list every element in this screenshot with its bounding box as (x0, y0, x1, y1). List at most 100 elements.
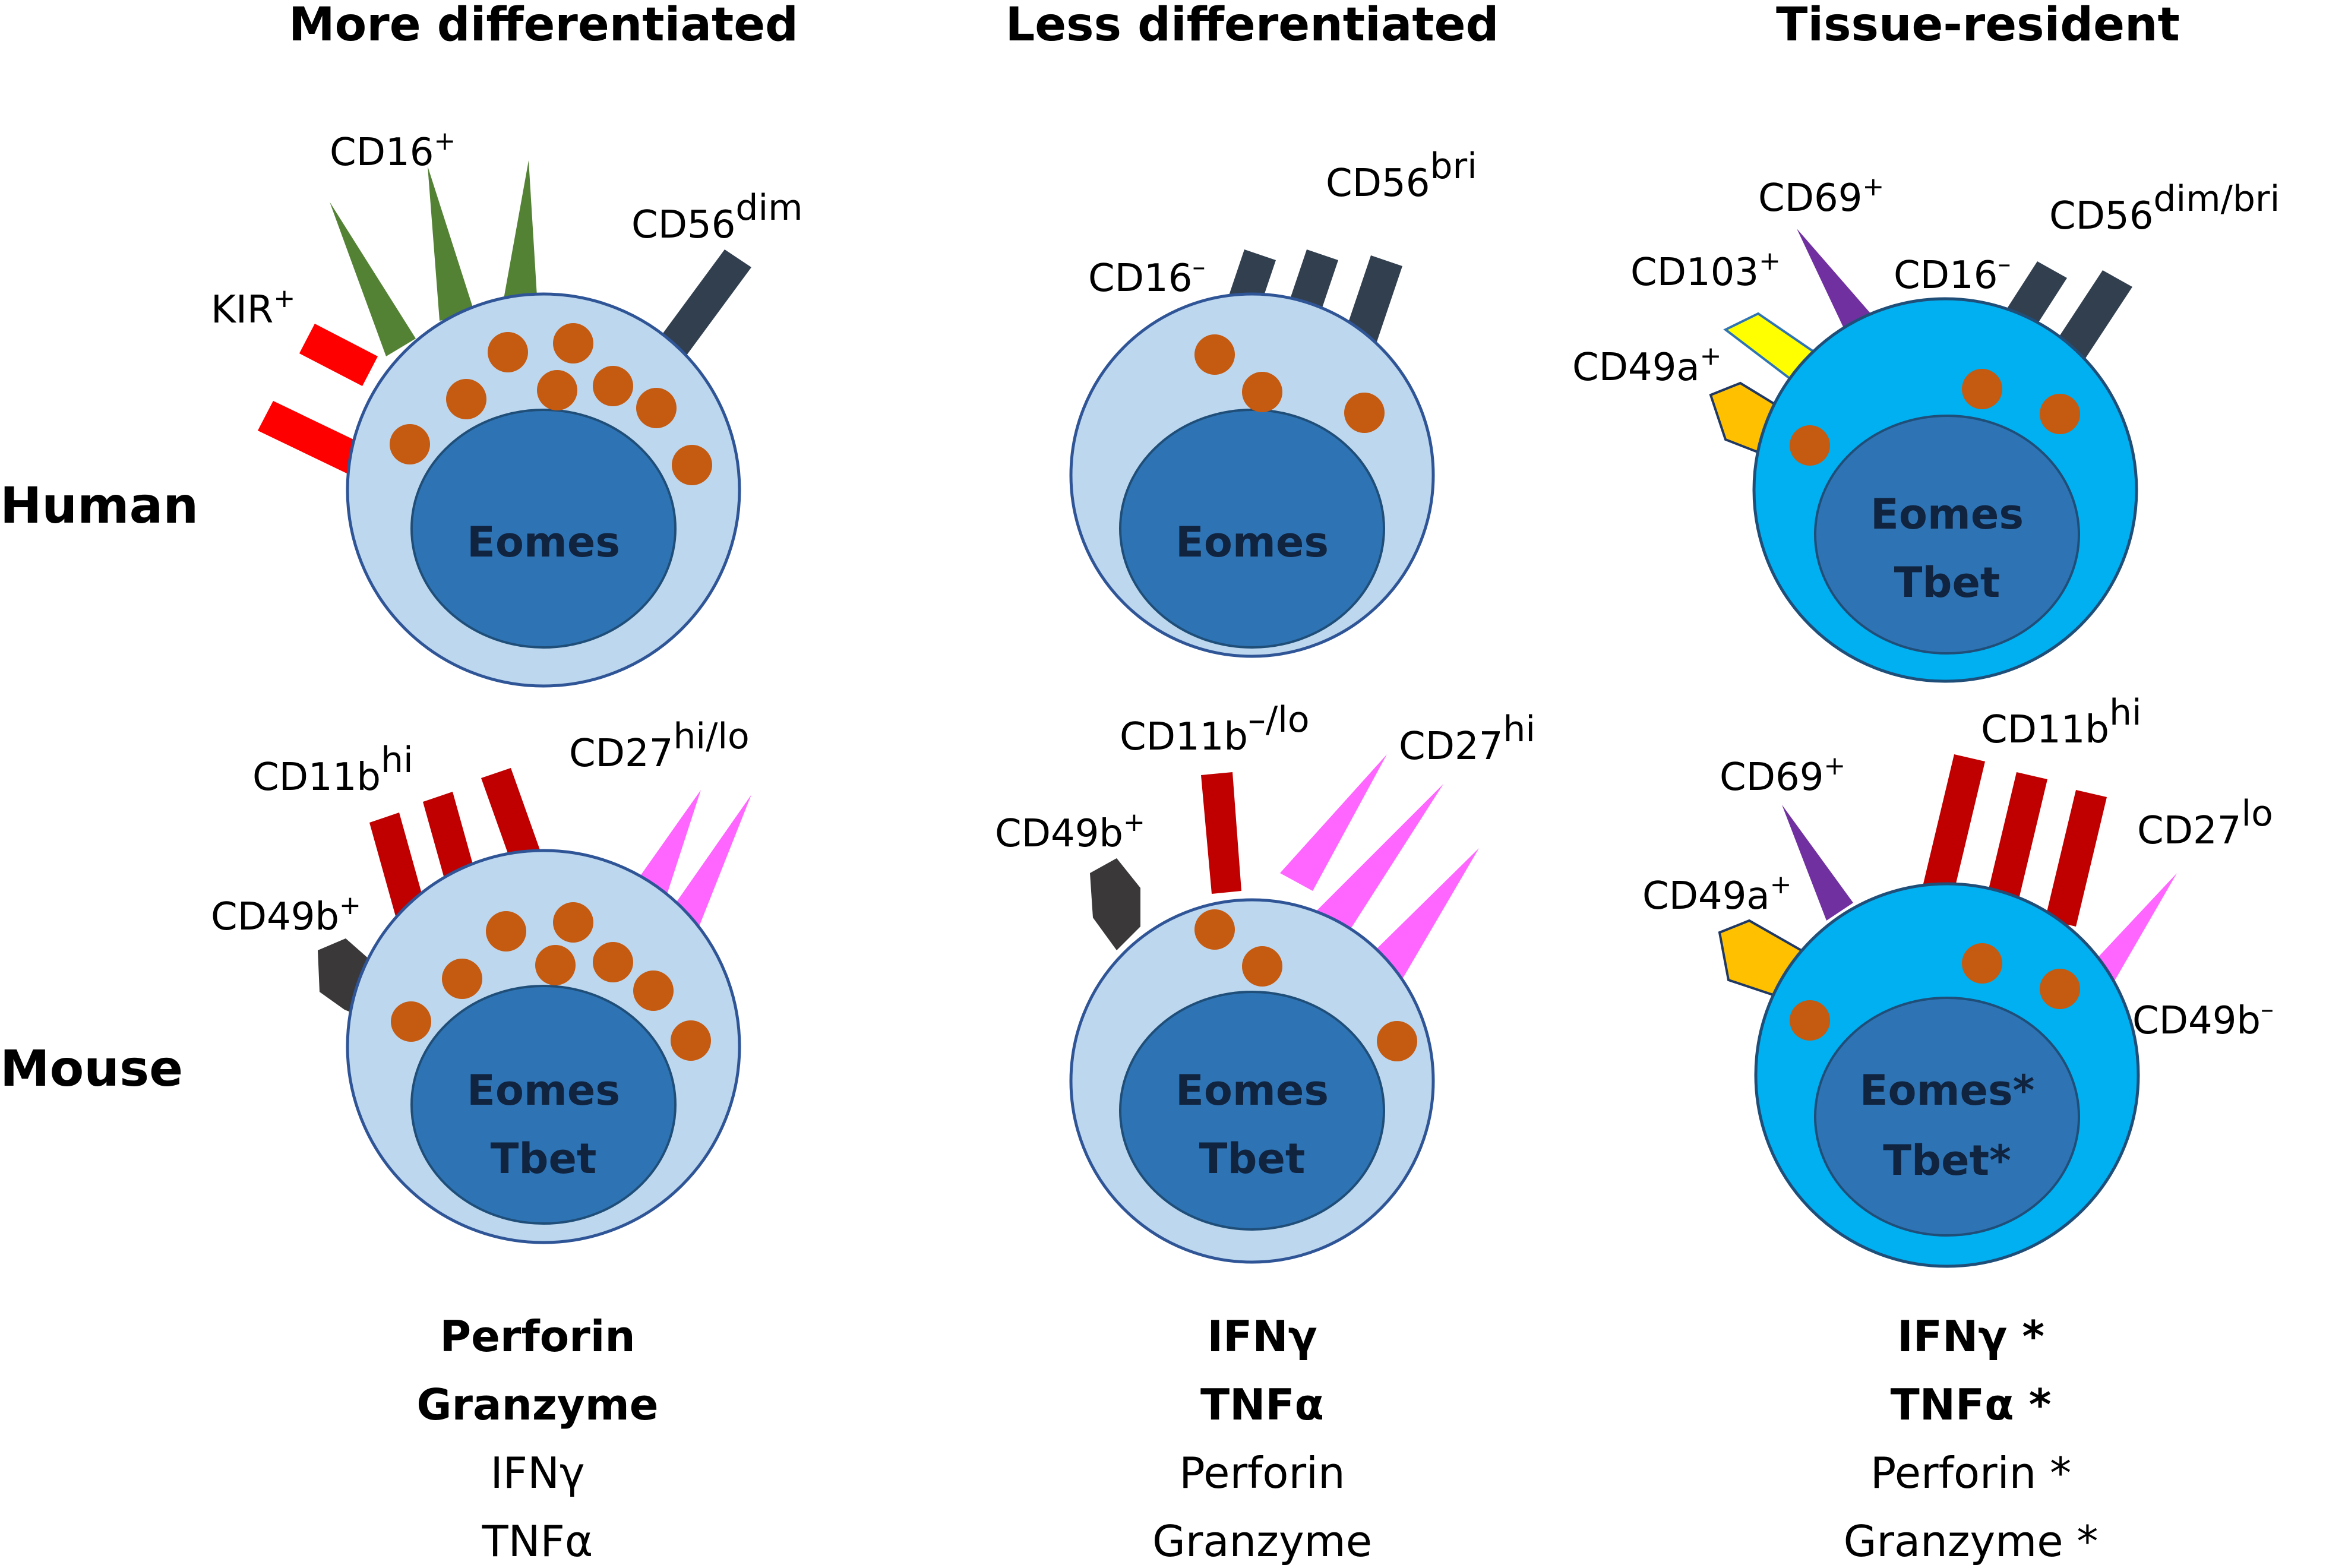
cell-mouse-less-differentiated: Eomes Tbet CD11b–/lo CD27hi CD49b+ (995, 699, 1535, 1264)
header-less-differentiated: Less differentiated (1006, 0, 1499, 52)
nucleus (1814, 997, 2080, 1237)
cd11b-bar-2 (1986, 772, 2047, 909)
nucleus-label: Eomes (467, 518, 620, 567)
granule (1962, 369, 2002, 409)
granule (636, 388, 677, 428)
granule (1194, 334, 1235, 375)
cd69-receptor (1782, 805, 1853, 921)
effector-item: IFNγ (1207, 1311, 1317, 1361)
marker-label-cd49b: CD49b+ (211, 890, 361, 939)
marker-label-cd11b: CD11bhi (1981, 692, 2142, 752)
granule (1194, 909, 1235, 950)
granule (1790, 1000, 1830, 1041)
nucleus (410, 409, 677, 649)
cell-human-more-differentiated: Eomes KIR+ CD16+ CD56dim (211, 126, 803, 688)
effectors-more-differentiated: Perforin Granzyme IFNγ TNFα (416, 1311, 658, 1566)
marker-label-cd69: CD69+ (1758, 172, 1884, 220)
kir-receptor-1-notch (299, 324, 324, 353)
cd16-spike-2 (428, 166, 475, 321)
effector-item: Perforin (440, 1311, 635, 1361)
nucleus (1814, 415, 2080, 655)
marker-label-cd11b: CD11bhi (252, 739, 413, 799)
granule (446, 379, 486, 419)
granule (593, 942, 633, 982)
cd27-spike (2088, 873, 2177, 986)
granule (391, 1001, 431, 1042)
nucleus-label-line2: Tbet (491, 1134, 597, 1183)
cd27-spike-2 (1316, 784, 1443, 932)
cd49b-receptor (1090, 858, 1140, 950)
effector-item: Perforin * (1870, 1448, 2071, 1498)
marker-label-cd27: CD27lo (2137, 793, 2273, 853)
kir-receptor-2-notch (258, 401, 282, 431)
effector-item: IFNγ * (1897, 1311, 2044, 1361)
granules (391, 902, 711, 1061)
cd27-spike-3 (1369, 848, 1479, 980)
marker-label-cd49b: CD49b– (2132, 994, 2274, 1043)
effector-item: Granzyme (1152, 1516, 1372, 1566)
granules (1194, 334, 1385, 433)
granule (633, 970, 674, 1011)
granule (1377, 1021, 1417, 1061)
granule (1242, 946, 1282, 987)
cell-human-less-differentiated: Eomes CD16– CD56bri (1069, 146, 1477, 658)
marker-label-cd49a: CD49a+ (1642, 870, 1792, 918)
effectors-less-differentiated: IFNγ TNFα Perforin Granzyme (1152, 1311, 1372, 1566)
granule (390, 424, 430, 464)
marker-label-cd27: CD27hi/lo (569, 716, 750, 776)
granules (390, 323, 712, 485)
granule (535, 945, 576, 985)
cell-mouse-tissue-resident: Eomes* Tbet* CD69+ CD11bhi CD27lo CD49a+… (1642, 692, 2274, 1268)
granule (1242, 372, 1282, 412)
row-label-mouse: Mouse (0, 1039, 183, 1098)
effector-item: TNFα * (1891, 1380, 2052, 1430)
nucleus-label-line1: Eomes (1175, 1066, 1329, 1115)
effector-item: Granzyme * (1844, 1516, 2099, 1566)
granule (1344, 393, 1385, 433)
granules (1790, 943, 2080, 1041)
effector-item: IFNγ (490, 1448, 584, 1498)
granule (2040, 969, 2080, 1009)
header-more-differentiated: More differentiated (289, 0, 798, 52)
nucleus-label-line1: Eomes* (1860, 1066, 2035, 1115)
cd16-spike-3 (502, 160, 538, 309)
marker-label-cd56: CD56dim (631, 187, 803, 247)
header-tissue-resident: Tissue-resident (1776, 0, 2180, 52)
nucleus (1119, 991, 1385, 1231)
marker-label-cd27: CD27hi (1399, 709, 1535, 769)
cd69-receptor (1797, 229, 1877, 336)
nucleus-label-line2: Tbet* (1883, 1136, 2011, 1185)
marker-label-kir: KIR+ (211, 283, 295, 332)
granule (537, 370, 577, 410)
granule (553, 323, 593, 363)
marker-label-cd16: CD16+ (330, 126, 456, 175)
nucleus-label-line2: Tbet (1199, 1134, 1306, 1183)
cd27-spike-1 (1280, 754, 1387, 891)
kir-receptor-2 (258, 401, 366, 475)
granule (486, 911, 526, 951)
granules (1790, 369, 2080, 466)
granule (672, 445, 712, 485)
granule (593, 366, 633, 406)
effector-item: TNFα (1200, 1380, 1324, 1430)
cell-mouse-more-differentiated: Eomes Tbet CD11bhi CD27hi/lo CD49b+ (211, 716, 751, 1244)
cd11b-bar-1 (1923, 754, 1985, 891)
marker-label-cd56: CD56bri (1326, 146, 1477, 206)
marker-label-cd49a: CD49a+ (1572, 341, 1722, 390)
granules (1194, 909, 1417, 1061)
marker-label-cd69: CD69+ (1720, 751, 1845, 799)
marker-label-cd56: CD56dim/bri (2049, 178, 2280, 238)
effector-item: Perforin (1179, 1448, 1345, 1498)
granule (1790, 425, 1830, 466)
nucleus-label-line1: Eomes (467, 1066, 620, 1115)
cd11b-bar (1201, 772, 1241, 894)
nucleus (410, 985, 677, 1225)
cd16-spike-1 (330, 202, 416, 356)
marker-label-cd49b: CD49b+ (995, 807, 1145, 856)
granule (442, 959, 482, 999)
cell-human-tissue-resident: Eomes Tbet CD69+ CD103+ CD49a+ CD16– CD5… (1572, 172, 2280, 683)
effectors-tissue-resident: IFNγ * TNFα * Perforin * Granzyme * (1844, 1311, 2099, 1566)
granule (671, 1020, 711, 1061)
cd11b-bar-1 (369, 813, 428, 925)
